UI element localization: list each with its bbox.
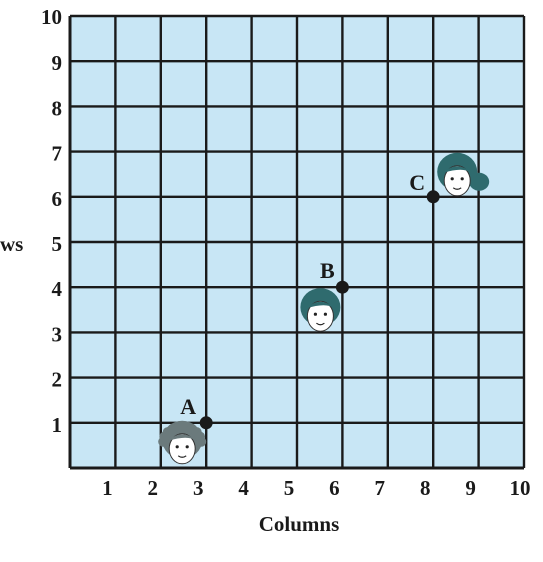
x-tick-label: 8 (420, 476, 431, 500)
y-tick-label: 2 (52, 368, 63, 392)
x-tick-label: 9 (465, 476, 476, 500)
point-c (426, 190, 440, 204)
x-tick-label: 1 (102, 476, 113, 500)
y-tick-label: 4 (52, 277, 63, 301)
x-tick-labels: 1 2 3 4 5 6 7 8 9 10 (102, 476, 530, 500)
x-tick-label: 3 (193, 476, 204, 500)
x-tick-label: 7 (375, 476, 386, 500)
grid-lines (68, 14, 526, 470)
y-tick-label: 10 (41, 5, 62, 29)
girl-ponytail-face-icon (437, 152, 490, 197)
curly-hair-face-icon (158, 420, 207, 465)
y-tick-label: 9 (52, 51, 63, 75)
y-tick-label: 1 (52, 413, 63, 437)
x-tick-label: 4 (238, 476, 249, 500)
plotted-points: A B C (158, 152, 490, 465)
point-label: C (409, 170, 425, 195)
x-tick-label: 2 (148, 476, 159, 500)
y-tick-label: 6 (52, 187, 63, 211)
x-axis-title: Columns (259, 512, 340, 536)
y-tick-label: 7 (52, 142, 63, 166)
point-a (199, 416, 213, 430)
y-tick-label: 3 (52, 322, 63, 346)
x-tick-label: 5 (284, 476, 295, 500)
point-label: A (180, 394, 196, 419)
x-tick-label: 10 (510, 476, 531, 500)
y-tick-label: 8 (52, 96, 63, 120)
y-tick-label: 5 (52, 232, 63, 256)
x-tick-label: 6 (329, 476, 340, 500)
boy-face-icon (300, 288, 341, 332)
y-tick-labels: 1 2 3 4 5 6 7 8 9 10 (41, 5, 63, 437)
point-label: B (320, 258, 335, 283)
point-b (335, 280, 349, 294)
y-axis-title: ws (0, 232, 23, 256)
